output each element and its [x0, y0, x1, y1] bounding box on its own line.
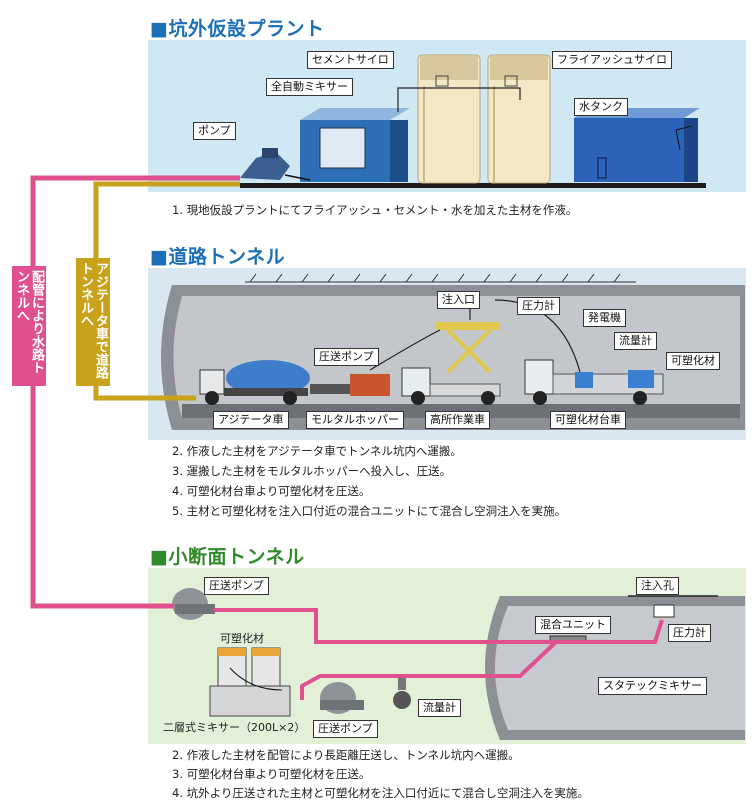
hatch-mark — [431, 273, 439, 283]
injection-port-label: 注入口 — [437, 291, 480, 309]
pump-top-graphic — [172, 588, 215, 620]
hatch-mark — [509, 273, 517, 283]
water-tank-graphic — [574, 108, 700, 182]
hatch-mark — [561, 273, 569, 283]
pump-arrow — [284, 174, 311, 181]
pressure-gauge-label: 圧力計 — [517, 297, 560, 315]
hatch-mark — [483, 273, 491, 283]
gold-route-label: アジテータ車で道路トンネルへ — [76, 258, 110, 386]
plant-ground — [240, 183, 706, 188]
hatch-mark — [327, 273, 335, 283]
small-note-3: 3. 可塑化材台車より可塑化材を圧送。 — [172, 767, 371, 781]
small-flow-meter-label: 流量計 — [418, 699, 461, 717]
small-tunnel-graphic — [485, 596, 745, 740]
small-pipe-plasticizer — [300, 640, 558, 700]
flyash-silo-graphic — [487, 54, 551, 184]
plant-note-1: 1. 現地仮設プラントにてフライアッシュ・セメント・水を加えた主材を作液。 — [172, 203, 578, 217]
cement-silo-graphic — [417, 54, 481, 184]
small-pressure-gauge-label: 圧力計 — [668, 624, 711, 642]
small-plasticizer-label: 可塑化材 — [220, 632, 264, 645]
pink-route-label: 配管により水路トンネルへ — [12, 266, 46, 386]
plant-pipe — [397, 87, 521, 112]
small-note-2: 2. 作液した主材を配管により長距離圧送し、トンネル坑内へ運搬。 — [172, 748, 520, 762]
small-tunnel-section-title: ■小断面トンネル — [150, 546, 305, 568]
cement-silo-label: セメントサイロ — [307, 51, 394, 69]
plasticizer-truck-graphic — [524, 359, 664, 405]
hatch-mark — [379, 273, 387, 283]
small-pressure-pump-top-label: 圧送ポンプ — [204, 577, 269, 595]
road-pressure-pump-label: 圧送ポンプ — [314, 348, 379, 366]
flow-meter-graphic — [393, 676, 411, 709]
ground-hatch — [245, 273, 636, 283]
pink-pipe — [30, 175, 240, 609]
flyash-silo-label: フライアッシュサイロ — [552, 51, 672, 69]
hatch-mark — [457, 273, 465, 283]
hatch-mark — [535, 273, 543, 283]
hatch-mark — [405, 273, 413, 283]
road-note-2: 2. 作液した主材をアジテータ車でトンネル坑内へ運搬。 — [172, 444, 462, 458]
pump-bottom-graphic — [320, 682, 364, 714]
double-mixer-label: 二層式ミキサー（200L×2） — [163, 721, 306, 734]
road-plasticizer-label: 可塑化材 — [666, 352, 720, 370]
road-tunnel-section-title: ■道路トンネル — [150, 246, 286, 268]
pump-graphic — [240, 148, 290, 180]
double-mixer-graphic — [209, 647, 291, 717]
hatch-mark — [587, 273, 595, 283]
hatch-mark — [613, 273, 621, 283]
aerial-vehicle-label: 高所作業車 — [425, 411, 490, 429]
hatch-mark — [275, 273, 283, 283]
generator-label: 発電機 — [583, 309, 626, 327]
aerial-vehicle-graphic — [401, 322, 501, 405]
mortar-hopper-label: モルタルホッパー — [306, 411, 404, 429]
water-tank-label: 水タンク — [574, 98, 628, 116]
pump-label: ポンプ — [193, 122, 236, 140]
small-pressure-pump-bottom-label: 圧送ポンプ — [313, 720, 378, 738]
hatch-mark — [353, 273, 361, 283]
small-note-4: 4. 坑外より圧送された主材と可塑化材を注入口付近にて混合し空洞注入を実施。 — [172, 786, 589, 800]
agitator-truck-graphic — [199, 360, 310, 405]
mortar-hopper-graphic — [310, 374, 390, 396]
mixer-graphic — [300, 108, 410, 182]
road-note-5: 5. 主材と可塑化材を注入口付近の混合ユニットにて混合し空洞注入を実施。 — [172, 504, 567, 518]
injection-hole-label: 注入孔 — [636, 577, 679, 595]
road-flow-meter-label: 流量計 — [614, 332, 657, 350]
road-note-3: 3. 運搬した主材をモルタルホッパーへ投入し、圧送。 — [172, 464, 452, 478]
pressure-gauge-graphic — [653, 604, 675, 618]
plasticizer-truck-label: 可塑化材台車 — [550, 411, 626, 429]
hatch-mark — [249, 273, 257, 283]
road-note-4: 4. 可塑化材台車より可塑化材を圧送。 — [172, 484, 371, 498]
mixing-unit-label: 混合ユニット — [535, 616, 611, 634]
agitator-truck-label: アジテータ車 — [213, 411, 289, 429]
static-mixer-label: スタテックミキサー — [598, 677, 707, 695]
small-pipe-main — [214, 608, 664, 644]
plant-section-title: ■坑外仮設プラント — [150, 18, 325, 40]
hatch-mark — [301, 273, 309, 283]
mixer-label: 全自動ミキサー — [266, 78, 353, 96]
